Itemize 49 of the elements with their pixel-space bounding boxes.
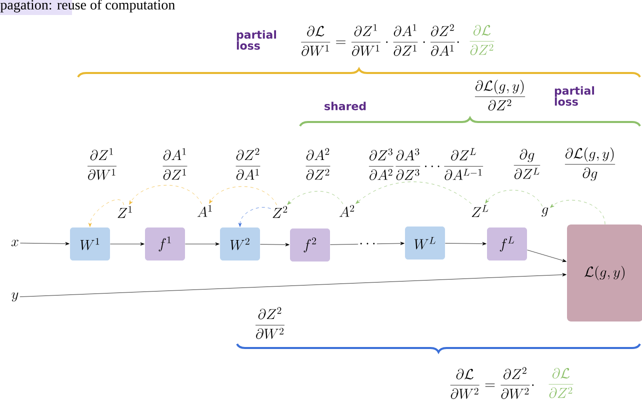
dashed-arrow xyxy=(88,199,124,227)
function-box: $f^L$ xyxy=(487,228,527,260)
handwritten-note: partial loss xyxy=(554,86,594,106)
formula: $\frac{\partial\mathcal{L}(g,y)}{\partial g}$ xyxy=(564,147,616,181)
edge-label: $\cdots$ xyxy=(358,240,377,248)
formula: $\frac{\partial A^2}{\partial Z^2}$ xyxy=(306,148,330,180)
arrow xyxy=(260,243,290,246)
weight-box: $W^1$ xyxy=(70,228,110,260)
loss-box: $\mathcal{L}(g,y)$ xyxy=(567,224,642,322)
input-variable: $y$ xyxy=(12,292,18,302)
heading-text: pagation: reuse of computation xyxy=(0,0,175,15)
formula: $\frac{\partial A^1}{\partial Z^1}$ xyxy=(162,148,188,180)
input-variable: $Z^2$ xyxy=(272,206,288,218)
formula: $\frac{\partial Z^2}{\partial A^1}$ xyxy=(236,148,260,180)
formula: $\frac{\partial Z^2}{\partial W^2}$ xyxy=(256,307,284,339)
dashed-arrow xyxy=(356,182,472,204)
arrow xyxy=(445,242,486,246)
dashed-arrow xyxy=(238,207,271,227)
formula: $\frac{\partial\mathcal{L}}{\partial Z^2}$ xyxy=(470,24,494,56)
formula: $\frac{\partial\mathcal{L}(g,y)}{\partial Z^2}$ xyxy=(474,80,526,110)
formula: $\frac{\partial Z^3}{\partial A^2}\frac{\partial A^3}{\partial Z^3}\cdots\frac{\partial Z^L}{\partial A^{L-1}}$ xyxy=(368,148,484,180)
dashed-arrow xyxy=(550,200,606,224)
formula: $\frac{\partial g}{\partial Z^L}$ xyxy=(514,148,540,180)
function-box: $f^1$ xyxy=(145,228,185,260)
weight-box: $W^L$ xyxy=(405,226,445,260)
arrow xyxy=(20,242,70,246)
dashed-arrow xyxy=(209,186,277,206)
handwritten-note: shared xyxy=(324,102,366,110)
weight-box: $W^2$ xyxy=(220,228,260,260)
arrow xyxy=(527,250,566,262)
formula: $\frac{\partial\mathcal{L}}{\partial Z^2}$ xyxy=(548,368,574,398)
input-variable: $Z^L$ xyxy=(472,204,488,218)
formula: $\frac{\partial Z^1}{\partial W^1}$ xyxy=(88,148,116,180)
input-variable: $x$ xyxy=(11,240,18,246)
formula: $\frac{\partial\mathcal{L}}{\partial W^2}=\frac{\partial Z^2}{\partial W^2}\cdot$ xyxy=(450,367,534,399)
input-variable: $A^2$ xyxy=(339,204,354,217)
input-variable: $g$ xyxy=(542,207,548,217)
dashed-arrow xyxy=(485,190,543,206)
arrow xyxy=(330,242,404,246)
input-variable: $Z^1$ xyxy=(118,206,132,218)
dashed-arrow xyxy=(287,191,344,205)
arrow xyxy=(185,242,220,246)
dashed-arrow xyxy=(129,185,202,205)
arrow xyxy=(20,273,566,297)
formula: $\frac{\partial\mathcal{L}}{\partial W^1}=\frac{\partial Z^1}{\partial W^1}\cdot\frac{\partial A^1}{\partial Z^1}\cdot\frac{\partial Z^2}{\partial A^1}\cdot$ xyxy=(301,24,459,56)
function-box: $f^2$ xyxy=(290,228,330,262)
handwritten-note: partial loss xyxy=(236,30,276,50)
input-variable: $A^1$ xyxy=(197,204,212,217)
arrow xyxy=(110,242,144,246)
